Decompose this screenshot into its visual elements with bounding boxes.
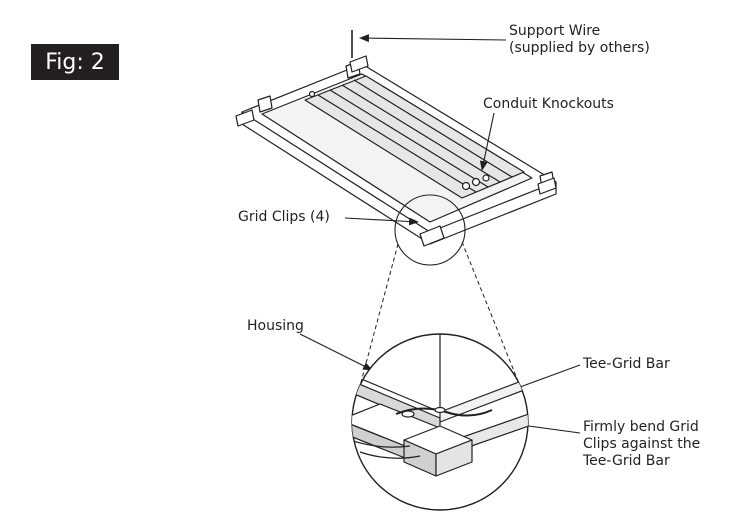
label-line: Tee-Grid Bar: [583, 453, 670, 469]
label-tee-grid-bar: Tee-Grid Bar: [583, 356, 670, 372]
label-line: (supplied by others): [509, 40, 650, 56]
label-conduit-knockouts: Conduit Knockouts: [483, 96, 614, 112]
projection-lines: [359, 241, 521, 387]
label-bend-note: Firmly bend Grid Clips against the Tee-G…: [583, 419, 700, 470]
figure-badge: Fig: 2: [31, 44, 119, 80]
callout-circle: [394, 194, 466, 266]
label-line: Firmly bend Grid: [583, 419, 699, 435]
detail-view: [351, 333, 529, 511]
label-support-wire: Support Wire (supplied by others): [509, 23, 650, 57]
label-line: Support Wire: [509, 23, 601, 39]
label-housing: Housing: [247, 318, 304, 334]
label-grid-clips: Grid Clips (4): [238, 209, 330, 225]
label-line: Clips against the: [583, 436, 701, 452]
luminaire-housing: [235, 55, 557, 247]
